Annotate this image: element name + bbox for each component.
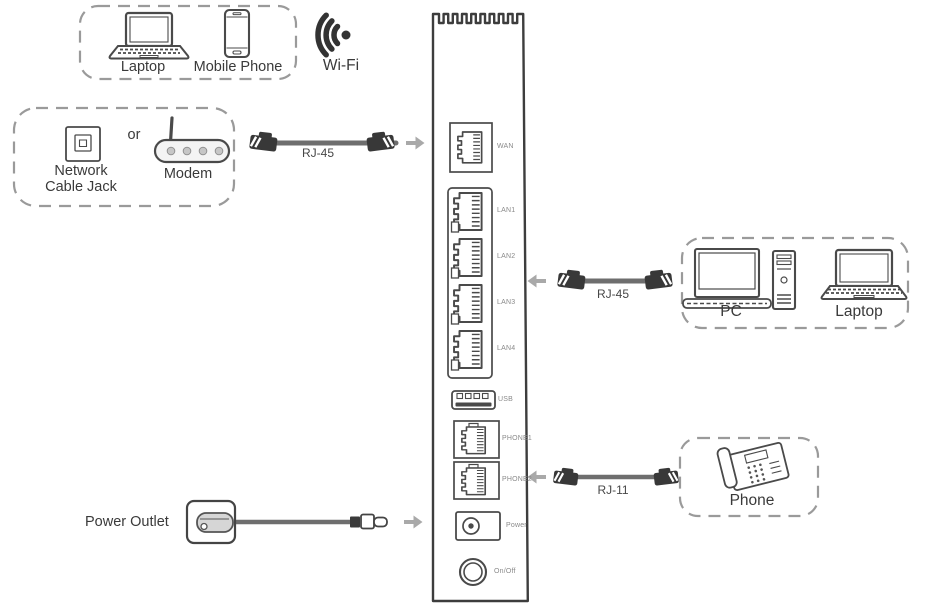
on-off-label: On/Off — [494, 568, 516, 575]
wifi-label: Wi-Fi — [322, 57, 360, 74]
power-port — [455, 511, 501, 541]
rj11-plug-icon — [551, 465, 581, 487]
lan3-port-label: LAN3 — [497, 299, 516, 306]
phone-rj11-cable — [527, 465, 681, 487]
lan2-port-label: LAN2 — [497, 253, 516, 260]
dc-connector-icon — [350, 513, 388, 530]
rj45-plug-icon — [247, 129, 280, 153]
mobile-phone-label: Mobile Phone — [193, 59, 283, 75]
modem-icon — [153, 116, 231, 164]
network-jack-label-line2: Cable Jack — [45, 179, 117, 195]
lan-cable-label: RJ-45 — [596, 287, 630, 301]
lan-port-3 — [450, 284, 483, 325]
wan-cable-label: RJ-45 — [301, 146, 335, 160]
pc-icon — [682, 247, 797, 311]
on-off-button — [458, 557, 488, 587]
phone2-port — [453, 461, 500, 500]
wireless-devices-box — [78, 4, 298, 81]
lan-rj45-cable — [527, 267, 675, 291]
router-device — [431, 12, 529, 603]
lan1-port-label: LAN1 — [497, 207, 516, 214]
wan-sources-box — [12, 106, 236, 208]
rj11-plug-icon — [651, 465, 681, 487]
lan4-port-label: LAN4 — [497, 345, 516, 352]
laptop-icon-right — [820, 248, 908, 300]
wan-port — [449, 122, 493, 173]
lan-port-2 — [450, 238, 483, 279]
lan-port-4 — [450, 330, 483, 371]
or-label: or — [127, 127, 141, 143]
laptop-right-label: Laptop — [835, 303, 883, 320]
mobile-phone-icon — [223, 8, 251, 59]
laptop-label: Laptop — [120, 59, 166, 75]
phone-box — [678, 436, 820, 518]
lan-clients-box — [680, 236, 910, 330]
phone1-port — [453, 420, 500, 459]
rj45-plug-icon — [364, 129, 397, 153]
rj45-plug-icon — [555, 267, 588, 291]
modem-label: Modem — [163, 166, 213, 182]
lan-port-1 — [450, 192, 483, 233]
wifi-icon — [315, 12, 351, 58]
power-outlet-label: Power Outlet — [85, 514, 169, 530]
network-cable-jack-icon — [65, 126, 101, 162]
network-jack-label-line1: Network — [54, 163, 108, 179]
arrow-right-icon — [404, 515, 423, 529]
pc-label: PC — [720, 303, 742, 320]
usb-port-label: USB — [498, 396, 513, 403]
laptop-icon — [108, 11, 190, 60]
power-cord — [185, 499, 423, 545]
lan-port-group — [447, 187, 493, 379]
power-outlet-icon — [185, 499, 237, 545]
power-port-label: Power — [506, 522, 527, 529]
rj45-plug-icon — [642, 267, 675, 291]
usb-port — [451, 390, 496, 410]
phone-label: Phone — [729, 492, 775, 509]
phone2-port-label: PHONE2 — [502, 476, 532, 483]
phone1-port-label: PHONE1 — [502, 435, 532, 442]
arrow-right-icon — [406, 136, 425, 150]
wan-rj45-cable — [247, 129, 425, 153]
wan-port-label: WAN — [497, 143, 514, 150]
phone-icon — [716, 441, 790, 491]
arrow-left-icon — [527, 274, 546, 288]
phone-cable-label: RJ-11 — [597, 483, 629, 497]
